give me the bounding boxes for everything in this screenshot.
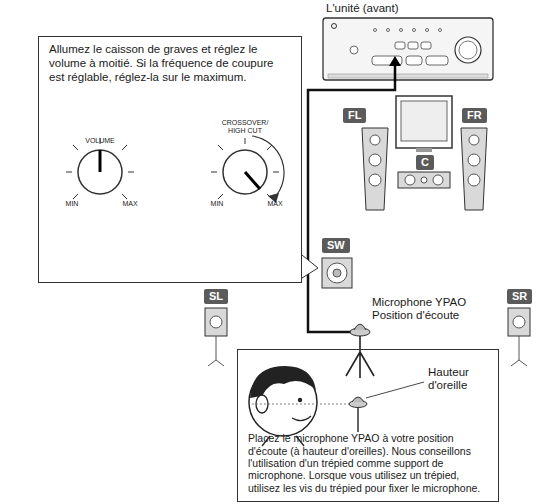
speaker-tag: C	[416, 155, 434, 170]
speaker-code: FR	[467, 109, 482, 122]
unit-label: L'unité (avant)	[326, 2, 466, 15]
dial-label: VOLUME	[70, 137, 130, 145]
dial-label: MAX	[118, 200, 142, 208]
dial-label: CROSSOVER/ HIGH CUT	[212, 119, 278, 135]
speaker-tag: SR	[507, 289, 532, 304]
speaker-code: SL	[209, 290, 223, 303]
receiver-unit	[323, 18, 493, 80]
ear-height-label: Hauteur d'oreille	[428, 366, 490, 392]
speaker-code: FL	[348, 109, 361, 122]
speaker-tag: SL	[204, 289, 228, 304]
speaker-code: SR	[512, 290, 527, 303]
crossover-dial	[211, 136, 284, 203]
speaker-tag: FL	[343, 108, 366, 123]
speaker-code: C	[421, 156, 429, 169]
dial-label: MAX	[263, 200, 287, 208]
dial-label: MIN	[60, 200, 84, 208]
volume-dial	[66, 138, 134, 199]
speaker-tag: FR	[462, 108, 487, 123]
note-box: Allumez le caisson de graves et réglez l…	[38, 36, 302, 283]
speaker-code: SW	[327, 239, 345, 252]
speaker-tag: SW	[322, 238, 350, 253]
note-text: Allumez le caisson de graves et réglez l…	[49, 43, 291, 84]
dial-label: MIN	[205, 200, 229, 208]
note-text: Placez le microphone YPAO à votre positi…	[248, 432, 488, 494]
microphone-label: Microphone YPAO Position d'écoute	[372, 296, 490, 322]
tv	[396, 96, 452, 148]
microphone-cable	[308, 82, 395, 332]
